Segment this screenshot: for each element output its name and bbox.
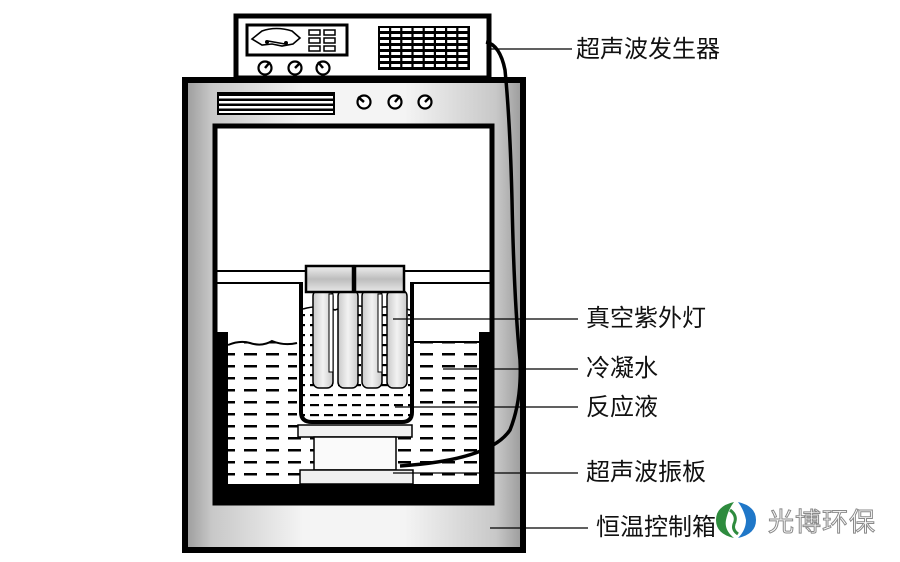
generator-button-grid <box>308 29 336 52</box>
grille-slot <box>458 52 468 55</box>
grille-slot <box>436 52 445 55</box>
grille-slot <box>447 58 457 61</box>
grille-slot <box>447 40 457 43</box>
label-ultrasonic-plate: 超声波振板 <box>586 458 706 486</box>
grille-slot <box>380 28 389 31</box>
grille-slot <box>380 52 389 55</box>
grille-slot <box>391 40 401 43</box>
grille-slot <box>447 34 457 37</box>
grille-slot <box>391 28 401 31</box>
grille-slot <box>380 46 389 49</box>
ultrasonic-plate <box>297 424 414 485</box>
grille-slot <box>413 34 423 37</box>
grille-slot <box>447 52 457 55</box>
grille-slot <box>458 40 468 43</box>
label-reaction-liquid: 反应液 <box>586 393 658 421</box>
grille-slot <box>391 46 401 49</box>
grille-slot <box>424 28 434 31</box>
grille-slot <box>402 28 412 31</box>
cabinet-vent <box>217 92 335 115</box>
condensate-water <box>228 341 297 484</box>
grille-slot <box>391 34 401 37</box>
grille-slot <box>402 64 412 67</box>
thermostat-cabinet <box>182 40 526 553</box>
grille-slot <box>436 46 445 49</box>
grille-slot <box>447 46 457 49</box>
watermark-logo-icon <box>716 502 756 538</box>
grille-slot <box>424 40 434 43</box>
grille-slot <box>391 64 401 67</box>
ultrasonic-cable <box>399 40 523 468</box>
grille-slot <box>402 34 412 37</box>
grille-slot <box>436 64 445 67</box>
grille-slot <box>413 64 423 67</box>
meter-dial-icon <box>250 27 302 47</box>
grille-slot <box>413 40 423 43</box>
vacuum-uv-lamp <box>304 264 408 389</box>
grille-slot <box>380 40 389 43</box>
grille-slot <box>380 34 389 37</box>
label-vacuum-uv-lamp: 真空紫外灯 <box>586 304 706 332</box>
generator-knobs <box>257 60 331 76</box>
grille-slot <box>391 58 401 61</box>
grille-slot <box>413 58 423 61</box>
grille-slot <box>391 52 401 55</box>
grille-slot <box>424 34 434 37</box>
grille-slot <box>458 58 468 61</box>
ultrasonic-generator <box>233 13 492 81</box>
label-ultrasonic-generator: 超声波发生器 <box>576 35 720 63</box>
grille-slot <box>424 64 434 67</box>
grille-slot <box>380 58 389 61</box>
grille-slot <box>402 40 412 43</box>
grille-slot <box>402 58 412 61</box>
grille-slot <box>424 58 434 61</box>
uv-lamp-cap <box>304 264 355 294</box>
label-thermostat-box: 恒温控制箱 <box>596 513 716 541</box>
grille-slot <box>380 64 389 67</box>
grille-slot <box>458 34 468 37</box>
grille-slot <box>424 52 434 55</box>
grille-slot <box>402 46 412 49</box>
grille-slot <box>436 28 445 31</box>
grille-slot <box>458 46 468 49</box>
grille-slot <box>413 52 423 55</box>
label-condensate-water: 冷凝水 <box>586 354 658 382</box>
grille-slot <box>447 64 457 67</box>
generator-grille <box>378 26 470 70</box>
leader-lines <box>393 48 588 529</box>
grille-slot <box>436 40 445 43</box>
grille-slot <box>458 64 468 67</box>
grille-slot <box>402 52 412 55</box>
grille-slot <box>413 46 423 49</box>
grille-slot <box>436 58 445 61</box>
grille-slot <box>458 28 468 31</box>
grille-slot <box>413 28 423 31</box>
cabinet-knobs <box>356 94 433 110</box>
grille-slot <box>424 46 434 49</box>
watermark-text: 光博环保 <box>767 507 877 538</box>
grille-slot <box>447 28 457 31</box>
watermark: 光博环保 <box>712 500 876 540</box>
grille-slot <box>436 34 445 37</box>
